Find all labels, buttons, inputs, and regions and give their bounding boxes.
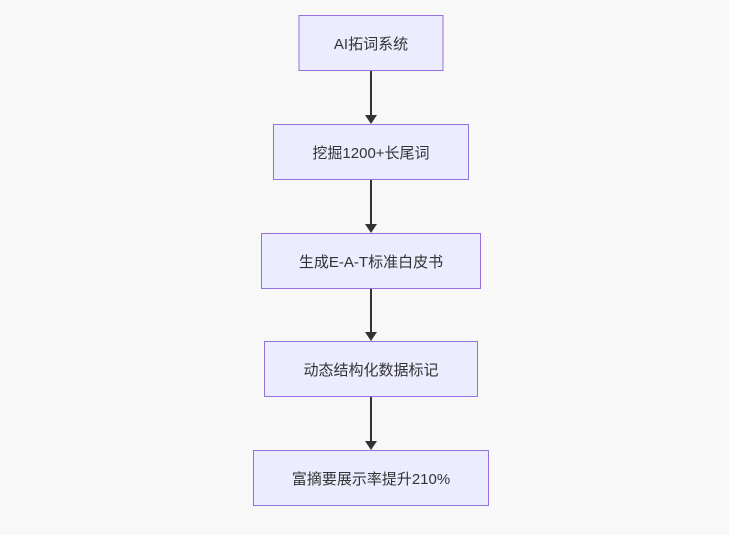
- arrowhead-down-icon: [365, 224, 377, 233]
- flow-node-label: AI拓词系统: [333, 35, 409, 53]
- arrowhead-down-icon: [365, 115, 377, 124]
- flow-node-label: 挖掘1200+长尾词: [312, 144, 430, 162]
- flow-edge-line: [370, 289, 372, 332]
- flow-node-label: 动态结构化数据标记: [303, 361, 439, 379]
- flow-node-eat-standard-whitepaper: 生成E-A-T标准白皮书: [261, 233, 481, 289]
- flow-node-dynamic-structured-data-markup: 动态结构化数据标记: [264, 341, 478, 397]
- flow-node-label: 富摘要展示率提升210%: [291, 470, 451, 488]
- flow-node-rich-snippet-rate-increase: 富摘要展示率提升210%: [253, 450, 489, 506]
- flow-edge-line: [370, 180, 372, 224]
- flow-node-ai-word-expansion-system: AI拓词系统: [298, 15, 444, 71]
- flow-node-label: 生成E-A-T标准白皮书: [298, 253, 444, 271]
- arrowhead-down-icon: [365, 441, 377, 450]
- flow-node-longtail-keyword-mining: 挖掘1200+长尾词: [273, 124, 469, 180]
- flow-edge-line: [370, 71, 372, 115]
- arrowhead-down-icon: [365, 332, 377, 341]
- flow-edge-line: [370, 397, 372, 441]
